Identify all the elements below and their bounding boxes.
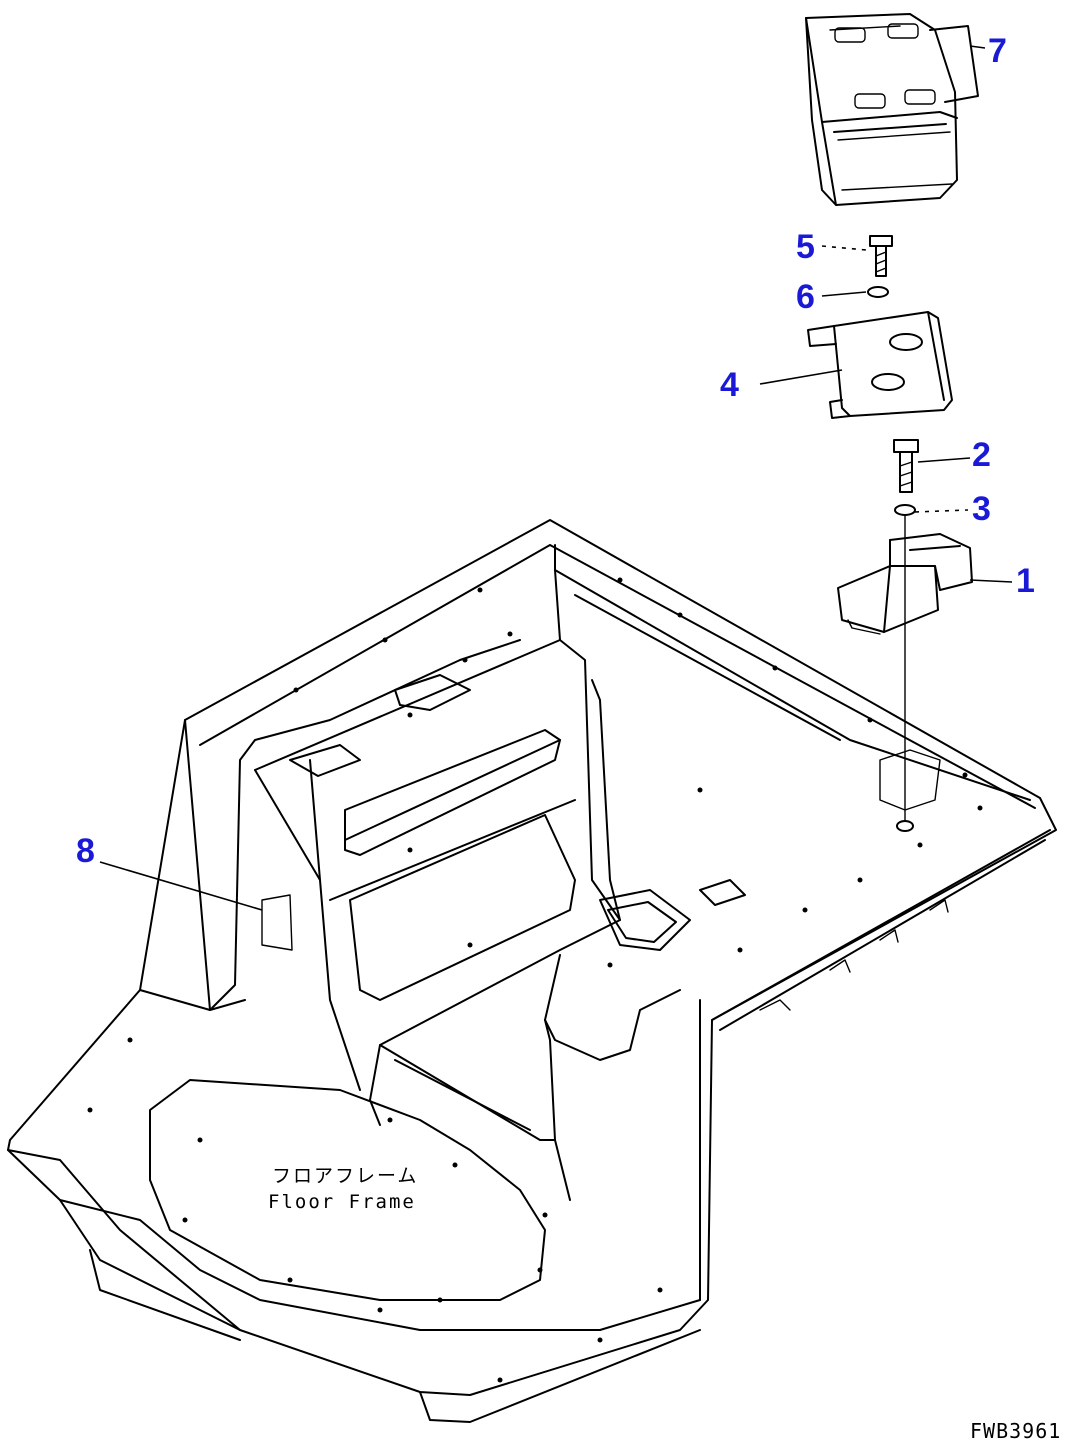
part-4-bracket [807,311,953,419]
callout-1: 1 [1016,562,1035,600]
frame-holes [87,577,983,1383]
callout-8: 8 [76,832,95,870]
callouts: 1 2 3 4 5 6 7 8 [76,32,1035,870]
part-7-battery-box [805,13,979,206]
frame-label-english: Floor Frame [268,1191,416,1213]
part-2-bolt [893,439,919,493]
part-8-label-plate [261,894,293,951]
part-6-washer [867,286,889,298]
part-1-mount-bracket [837,515,973,821]
callout-4: 4 [720,366,739,404]
mount-hole [896,820,914,832]
part-3-washer [894,504,916,516]
callout-2: 2 [972,436,991,474]
frame-label-japanese: フロアフレーム [272,1165,418,1187]
callout-5: 5 [796,228,815,266]
drawing-code: FWB3961 [970,1419,1061,1443]
floor-frame [7,519,1057,1423]
callout-6: 6 [796,278,815,316]
callout-3: 3 [972,490,991,528]
leader-lines [99,45,1013,951]
part-5-bolt [869,235,893,277]
callout-7: 7 [988,32,1007,70]
